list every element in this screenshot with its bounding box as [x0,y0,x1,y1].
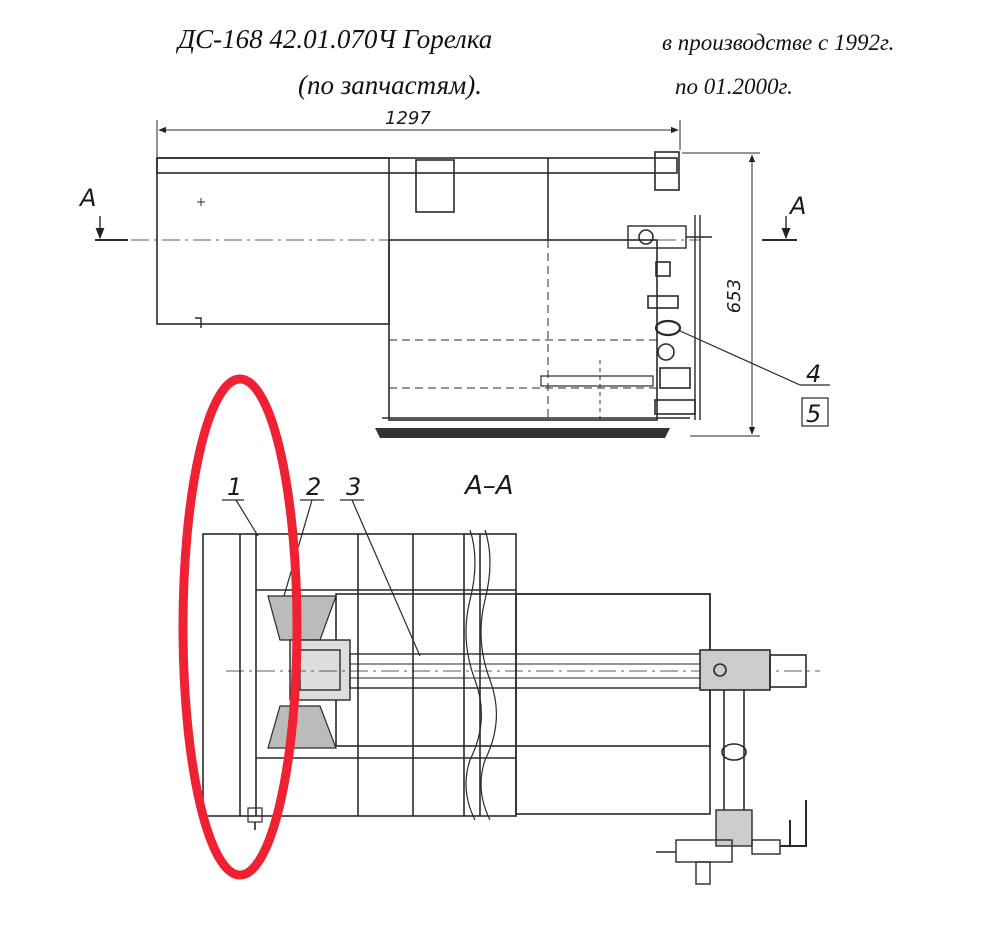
production-end: по 01.2000г. [675,74,793,99]
base-plate [375,428,670,438]
section-mark-left: A [78,184,96,212]
section-housing [202,533,517,817]
inspection-hatch [415,159,455,213]
callout-5: 5 [806,400,821,428]
end-fitting [699,649,771,691]
length-dimension: 1297 [385,108,431,129]
leader-line-4-5 [677,329,801,386]
section-mark-right: A [788,192,806,220]
tube-flange [515,593,711,815]
callout-2: 2 [306,473,321,501]
burner-body [388,239,658,421]
combustion-tube [335,593,711,747]
fan-housing [156,157,390,325]
highlight-ellipse [178,374,302,880]
flange [654,151,680,191]
swirler-upper [267,595,337,641]
production-start: в производстве с 1992г. [662,30,895,55]
callout-3: 3 [346,473,361,501]
callout-4: 4 [806,360,821,388]
section-title: A–A [463,471,514,501]
swirler-lower [267,705,337,749]
drawing-title: ДС-168 42.01.070Ч Горелка [178,24,493,54]
drawing-subtitle: (по запчастям). [298,70,482,100]
height-dimension: 653 [724,279,745,313]
callout-1: 1 [227,473,242,501]
top-view [95,120,830,438]
